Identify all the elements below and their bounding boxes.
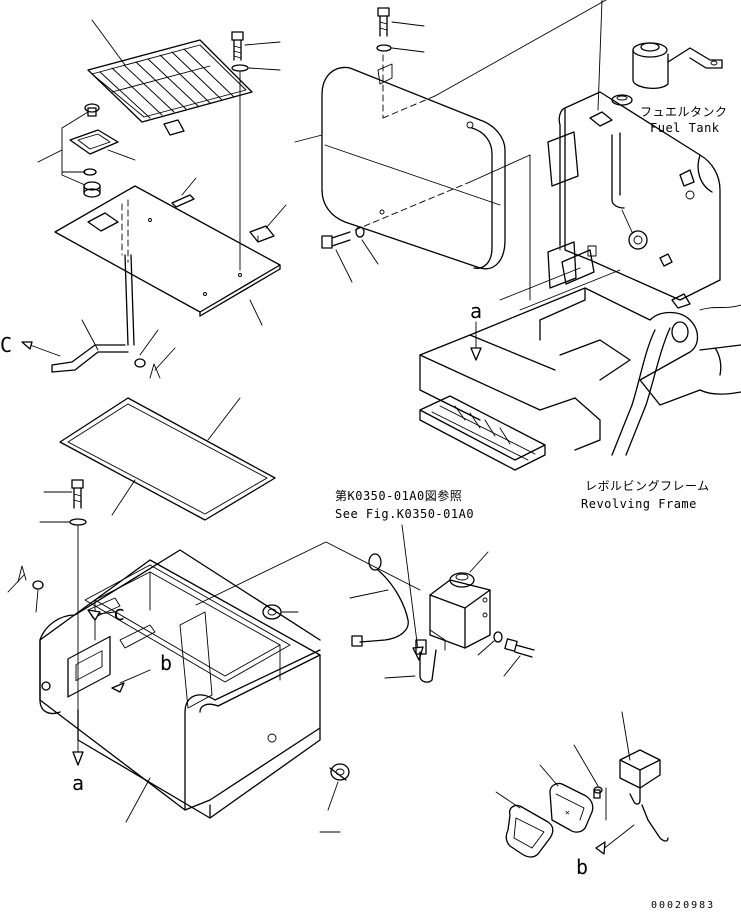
ref-label-b-lamp: b bbox=[576, 855, 588, 879]
cover bbox=[321, 63, 506, 270]
arrow bbox=[111, 682, 125, 693]
ref-label-c-bracket: C bbox=[0, 333, 12, 357]
lamp-socket bbox=[619, 749, 669, 842]
battery-box bbox=[39, 549, 321, 819]
arrow bbox=[87, 609, 101, 621]
grille-cover bbox=[87, 39, 253, 136]
leader bbox=[349, 589, 389, 599]
leader bbox=[327, 781, 339, 811]
lamp-mark-icon: ✕ bbox=[565, 808, 570, 817]
leader bbox=[37, 149, 63, 163]
leader bbox=[35, 589, 39, 613]
bracket bbox=[21, 254, 135, 373]
leader bbox=[601, 824, 635, 851]
leader bbox=[81, 319, 99, 351]
washer bbox=[231, 64, 249, 72]
label-fuel-tank-en: Fuel Tank bbox=[650, 121, 720, 135]
grommet bbox=[262, 604, 282, 620]
leader bbox=[207, 397, 241, 441]
lamp-body: ✕ bbox=[549, 782, 594, 833]
bolt-angled bbox=[504, 638, 535, 658]
leader bbox=[335, 249, 353, 283]
washer bbox=[355, 226, 365, 238]
lamp-bezel bbox=[505, 804, 554, 858]
leader bbox=[154, 347, 176, 371]
arrow bbox=[470, 347, 482, 361]
grommet bbox=[329, 763, 350, 781]
filter-panel bbox=[59, 397, 276, 521]
hidden-line bbox=[354, 181, 471, 231]
washer-small bbox=[83, 168, 97, 176]
leader bbox=[469, 551, 489, 573]
bulb bbox=[593, 786, 603, 799]
label-revolving-frame-en: Revolving Frame bbox=[581, 497, 697, 511]
leader bbox=[111, 479, 136, 516]
revolving-frame bbox=[419, 267, 741, 456]
leader bbox=[294, 134, 323, 143]
label-see-fig-en: See Fig.K0350-01A0 bbox=[335, 507, 474, 521]
pin-small bbox=[17, 565, 44, 590]
ref-label-a-bottom: a bbox=[72, 771, 84, 795]
sender-unit bbox=[621, 209, 648, 250]
clip bbox=[249, 225, 275, 243]
washer bbox=[376, 44, 392, 52]
label-fuel-tank-jp: フュエルタンク bbox=[640, 105, 728, 119]
leader bbox=[391, 21, 425, 27]
leader bbox=[244, 41, 281, 46]
leader bbox=[361, 239, 379, 265]
leader bbox=[477, 640, 495, 656]
leader bbox=[139, 329, 159, 356]
washer bbox=[493, 631, 503, 643]
bolt bbox=[71, 479, 84, 509]
label-see-fig-jp: 第K0350-01A0図参照 bbox=[335, 488, 462, 503]
box-bracket-inner bbox=[87, 597, 213, 709]
leader bbox=[495, 791, 521, 809]
arrow bbox=[72, 751, 84, 766]
leader bbox=[539, 764, 559, 787]
leader bbox=[621, 711, 631, 761]
leader bbox=[125, 777, 151, 823]
arrow bbox=[595, 841, 606, 855]
leader bbox=[401, 524, 419, 651]
leader bbox=[107, 149, 136, 161]
ref-label-c-box: c bbox=[113, 601, 125, 625]
grommet bbox=[69, 129, 119, 155]
leader bbox=[119, 669, 151, 684]
leader bbox=[265, 204, 287, 229]
washer bbox=[69, 518, 87, 526]
bolt-horizontal bbox=[321, 231, 351, 249]
leader bbox=[469, 154, 531, 183]
ref-label-a-frame: a bbox=[470, 299, 482, 323]
leader bbox=[391, 47, 425, 53]
leader bbox=[597, 0, 603, 111]
nut bbox=[83, 181, 101, 198]
leader bbox=[434, 0, 607, 97]
leader bbox=[384, 675, 416, 679]
bolt bbox=[231, 31, 244, 61]
leader bbox=[195, 541, 421, 606]
drawing-number: 00020983 bbox=[651, 900, 715, 911]
leader bbox=[573, 744, 599, 787]
leader bbox=[61, 111, 89, 186]
leader bbox=[248, 67, 281, 71]
screw bbox=[84, 103, 100, 117]
fuel-tank bbox=[558, 91, 721, 301]
bolt bbox=[377, 7, 390, 37]
relay-box bbox=[429, 572, 491, 651]
leader bbox=[7, 574, 25, 593]
leader bbox=[249, 299, 263, 326]
leader bbox=[181, 177, 197, 196]
wire-harness bbox=[351, 553, 437, 683]
leader bbox=[503, 655, 521, 677]
label-revolving-frame-jp: レボルビングフレーム bbox=[585, 479, 710, 493]
base-plate bbox=[54, 185, 281, 317]
fuel-cap bbox=[632, 42, 723, 90]
ref-label-b-box: b bbox=[160, 651, 172, 675]
leader bbox=[97, 611, 116, 615]
cotter-pin bbox=[134, 358, 161, 379]
leader bbox=[91, 19, 126, 66]
step bbox=[419, 395, 546, 471]
mount-bracket bbox=[547, 131, 597, 289]
